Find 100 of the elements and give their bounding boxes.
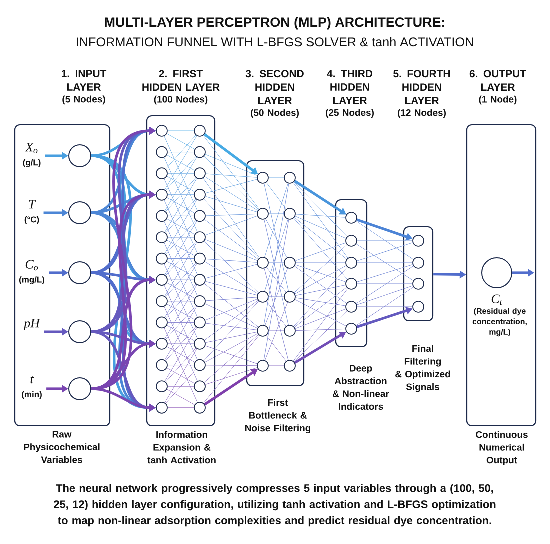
connection-line	[204, 334, 259, 383]
neuron-circle	[68, 262, 92, 284]
connection-line	[164, 264, 198, 339]
connection-line	[205, 346, 258, 364]
layer-heading: 1. INPUT LAYER	[62, 70, 107, 91]
connection-line	[264, 220, 290, 360]
connection-line	[166, 326, 196, 362]
connection-line	[356, 242, 414, 262]
layer-description: Deep Abstraction & Non-linear Indicators	[333, 365, 390, 410]
connection-line	[296, 284, 346, 296]
connection-line	[204, 284, 259, 328]
connection-line	[166, 218, 196, 235]
connection-line	[266, 301, 287, 327]
layer-heading: 3. SECOND HIDDEN LAYER	[246, 70, 304, 104]
connection-line	[166, 348, 196, 382]
connection-line	[166, 154, 196, 171]
connection-line	[294, 244, 348, 294]
connection-line	[166, 284, 196, 319]
connection-line	[168, 322, 194, 323]
connection-line	[206, 365, 258, 366]
neuron-circle	[156, 252, 168, 265]
connection-line	[166, 346, 196, 363]
connection-line	[294, 287, 348, 328]
connection-line	[268, 262, 284, 264]
node-count: (5 Nodes)	[62, 96, 106, 105]
connection-line	[166, 389, 196, 406]
connection-line	[294, 267, 348, 327]
neuron-circle	[68, 144, 92, 168]
connection-line	[168, 365, 194, 366]
connection-line	[168, 386, 194, 387]
connection-line	[268, 296, 284, 298]
connection-line	[166, 198, 196, 214]
connection-line	[296, 328, 346, 332]
connection-line	[164, 200, 198, 254]
connection-line	[205, 304, 258, 329]
variable-label: T (°C)	[24, 200, 40, 224]
connection-line	[166, 134, 196, 150]
connection-line	[168, 130, 194, 132]
connection-line	[166, 369, 196, 404]
connection-line	[168, 194, 194, 196]
connection-line	[164, 285, 198, 360]
connection-line	[168, 152, 194, 153]
connection-line	[205, 179, 258, 194]
connection-line	[204, 219, 258, 260]
subtitle: INFORMATION FUNNEL WITH L-BFGS SOLVER & tanh ACTIVATION	[77, 37, 474, 47]
connection-line	[206, 323, 258, 330]
layer-description: Final Filtering & Optimized Signals	[396, 345, 450, 392]
connection-line	[168, 301, 194, 302]
connection-line	[295, 216, 346, 239]
connection-line	[264, 268, 289, 360]
layer-box	[466, 124, 537, 427]
neuron-circle	[194, 316, 206, 329]
connection-line	[293, 182, 348, 258]
layer-description: Continuous Numerical Output	[476, 431, 528, 466]
neuron-circle	[68, 202, 92, 224]
connection-line	[357, 240, 413, 242]
connection-line	[357, 306, 413, 308]
connection-line	[206, 297, 258, 302]
connection-line	[164, 264, 198, 318]
connection-line	[205, 264, 258, 279]
connection-line	[206, 332, 258, 344]
title: MULTI-LAYER PERCEPTRON (MLP) ARCHITECTURE:	[105, 17, 444, 30]
connection-line	[294, 182, 348, 237]
connection-line	[164, 178, 198, 233]
connection-line	[164, 178, 198, 254]
neuron-circle	[68, 378, 92, 400]
connection-line	[205, 368, 258, 385]
layer-heading: 5. FOURTH HIDDEN LAYER	[394, 70, 450, 104]
neuron-circle	[156, 210, 168, 222]
connection-line	[164, 328, 198, 403]
connection-line	[294, 218, 348, 280]
connection-line	[266, 218, 288, 258]
node-count: (50 Nodes)	[251, 109, 299, 118]
connection-line	[357, 262, 413, 264]
layer-description: First Bottleneck & Noise Filtering	[246, 399, 310, 434]
connection-line	[295, 308, 346, 330]
neuron-circle	[156, 316, 168, 329]
caption: The neural network progressively compresses 5 input variables through a (100, 50, 25, 12) hidden layer configuration, utilizing tanh activation and L-BFGS optimization to map non-linear adsorption complexities and predict residual dye concentration.	[54, 484, 496, 527]
connection-line	[295, 264, 346, 282]
connection-line	[164, 328, 198, 382]
neuron-circle	[68, 320, 92, 344]
connection-line	[266, 267, 287, 293]
connection-line	[204, 241, 259, 294]
connection-line	[166, 261, 196, 278]
layer-description: Raw Physicochemical Variables	[24, 431, 100, 464]
connection-line	[204, 199, 260, 259]
connection-line	[266, 335, 287, 362]
connection-line	[166, 262, 196, 298]
connection-line	[166, 178, 196, 212]
connection-line	[164, 136, 198, 212]
layer-box	[14, 124, 111, 427]
connection-line	[166, 156, 196, 191]
variable-label: X$_{o}$ (g/L)	[23, 143, 41, 168]
connection-line	[295, 299, 346, 326]
connection-line	[164, 221, 198, 296]
connection-line	[264, 268, 288, 326]
layer-heading: 2. FIRST HIDDEN LAYER	[142, 70, 220, 91]
connection-line	[296, 298, 346, 306]
connection-line	[204, 262, 258, 294]
connection-line	[164, 200, 198, 275]
